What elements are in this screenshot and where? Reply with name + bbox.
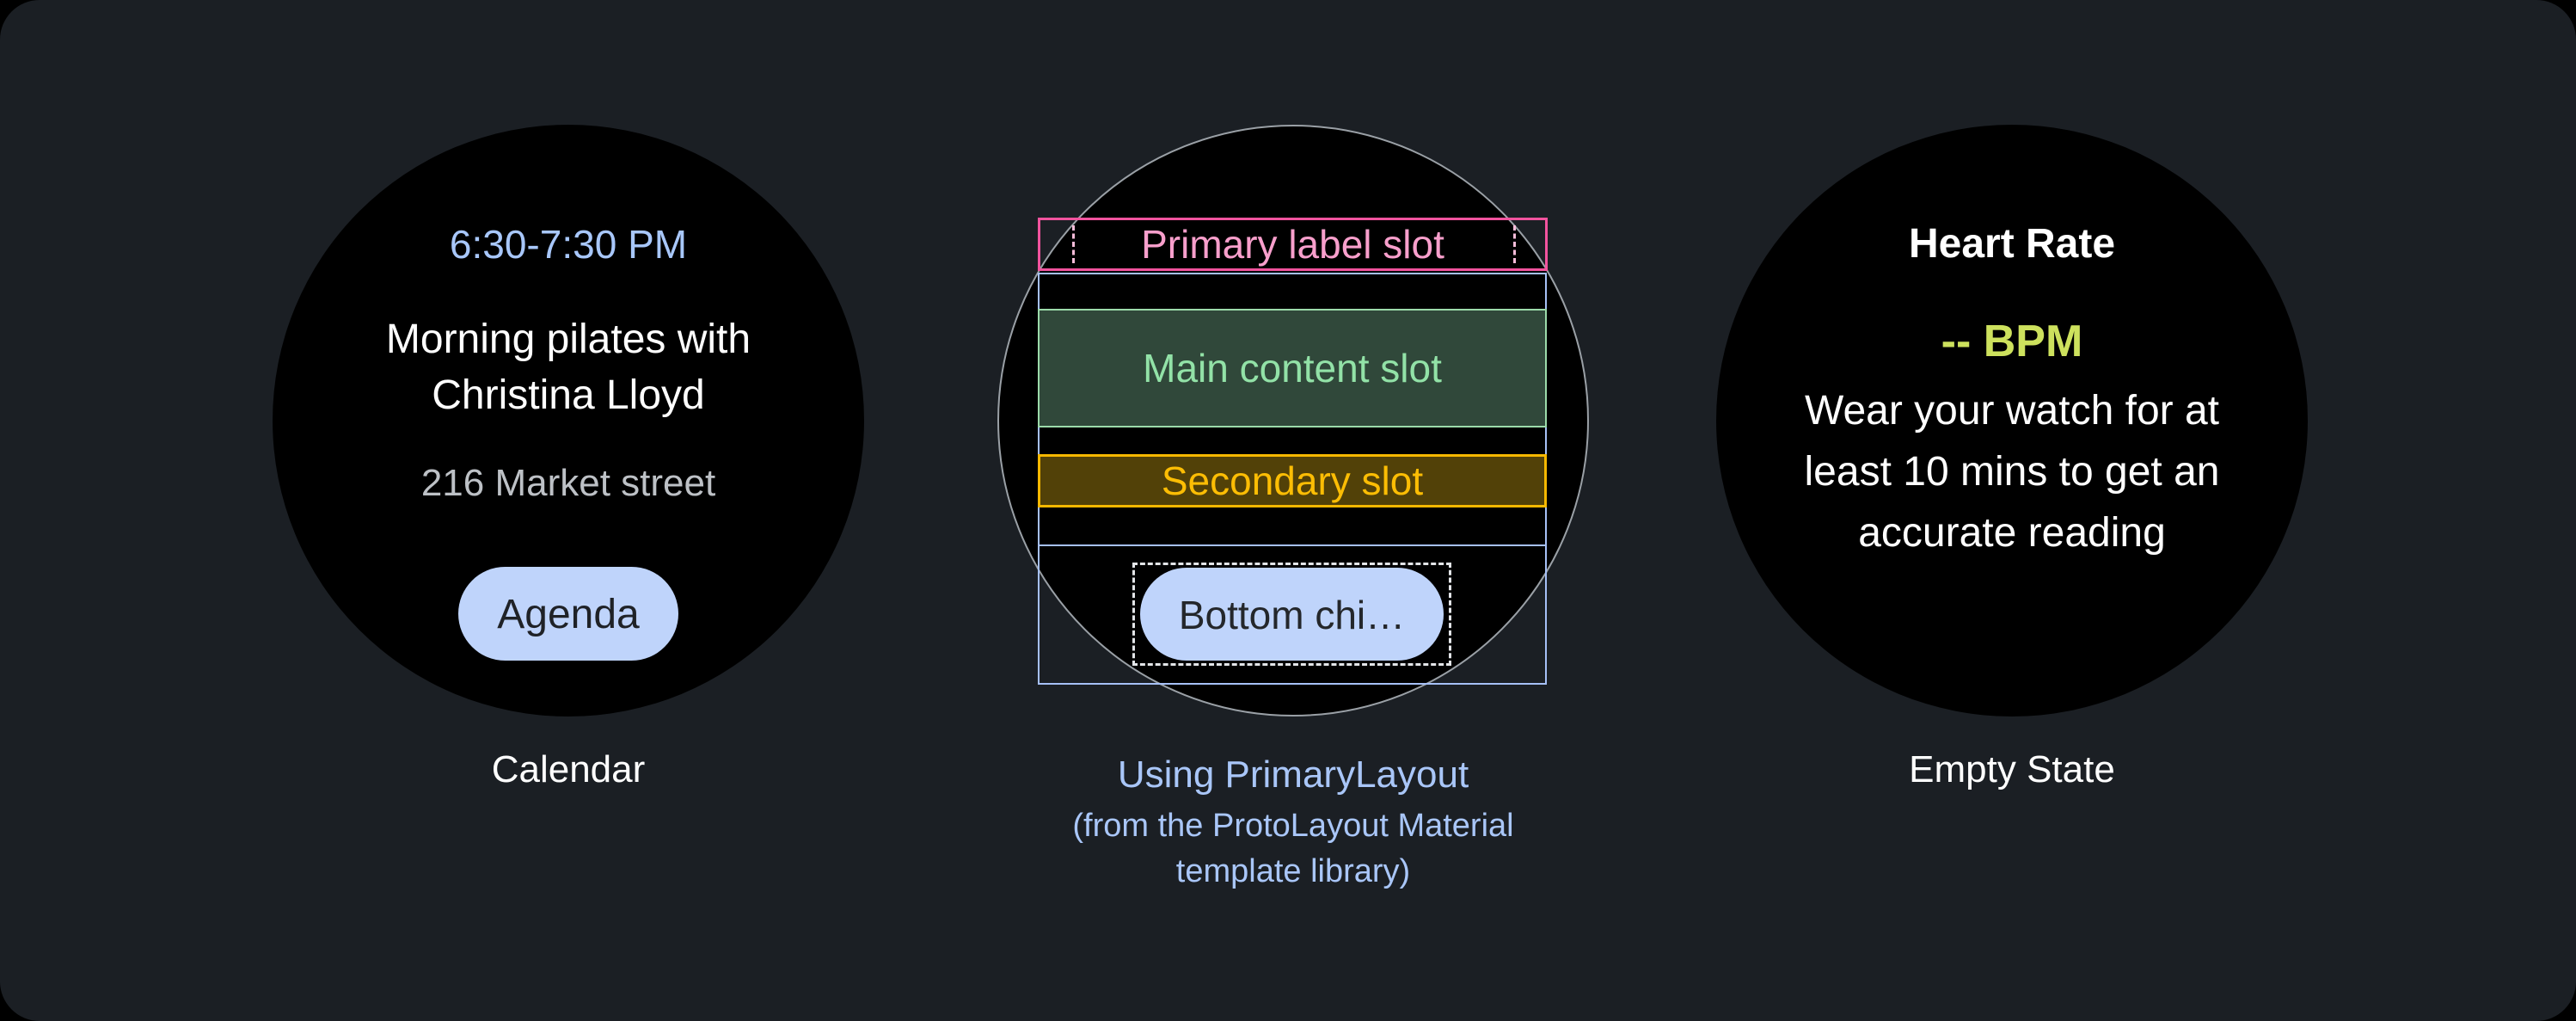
main-content-slot-text: Main content slot: [1143, 346, 1442, 391]
empty-state-message: Wear your watch for at least 10 mins to …: [1804, 388, 2220, 556]
primary-layout-diagram: Primary label slot Main content slot Sec…: [997, 125, 1589, 727]
calendar-caption: Calendar: [491, 748, 646, 790]
agenda-button[interactable]: Agenda: [458, 567, 678, 661]
margin-guide-right-icon: [1513, 225, 1516, 263]
event-location: 216 Market street: [420, 462, 716, 504]
bpm-value: -- BPM: [1941, 317, 2083, 366]
empty-state-caption: Empty State: [1909, 748, 2115, 790]
main-content-slot: Main content slot: [1038, 309, 1547, 427]
primary-label-slot: Primary label slot: [1038, 218, 1548, 271]
bottom-slot-divider: [1038, 544, 1547, 546]
event-time: 6:30-7:30 PM: [449, 222, 688, 267]
heart-rate-title: Heart Rate: [1908, 221, 2116, 267]
secondary-slot: Secondary slot: [1038, 454, 1547, 507]
diagram-caption-title: Using PrimaryLayout: [1117, 753, 1469, 796]
diagram-caption-subtitle: (from the ProtoLayout Material template …: [1072, 808, 1514, 889]
bottom-chip-button[interactable]: Bottom chi…: [1140, 568, 1444, 661]
bottom-chip-selection-marquee: [1132, 563, 1451, 666]
margin-guide-left-icon: [1072, 225, 1075, 263]
primary-label-slot-text: Primary label slot: [1141, 222, 1444, 267]
calendar-watch-face: 6:30-7:30 PM Morning pilates with Christ…: [273, 125, 864, 717]
event-title: Morning pilates with Christina Lloyd: [385, 317, 751, 418]
secondary-slot-text: Secondary slot: [1161, 458, 1424, 503]
heart-rate-watch-face: Heart Rate -- BPM Wear your watch for at…: [1716, 125, 2308, 717]
